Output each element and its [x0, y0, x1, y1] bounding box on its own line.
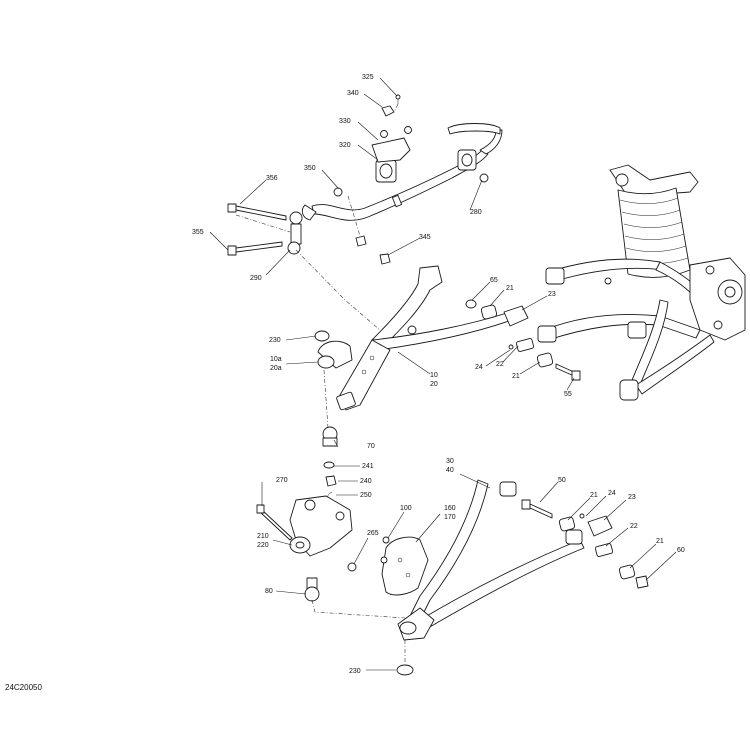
callout-10a: 10a: [270, 356, 282, 363]
upper-balljoint-bracket: [317, 340, 353, 369]
callout-356: 356: [266, 175, 278, 182]
grease-fitting-24-upper: [508, 344, 514, 350]
callout-170: 170: [444, 514, 456, 521]
callout-30: 30: [446, 458, 454, 465]
drawing-id: 24C20050: [5, 683, 42, 692]
bushing-21-upper-b: [536, 352, 554, 368]
callout-355: 355: [192, 229, 204, 236]
callout-22-b: 22: [630, 523, 638, 530]
callout-50: 50: [558, 477, 566, 484]
callout-22-a: 22: [496, 361, 504, 368]
callout-20: 20: [430, 381, 438, 388]
washer-241: [323, 461, 335, 469]
sleeve-23-upper: [503, 305, 529, 327]
sleeve-23-lower: [587, 515, 613, 537]
nut-240: [325, 475, 337, 487]
nut-340: [381, 105, 395, 117]
callout-23-b: 23: [628, 494, 636, 501]
retaining-ring-230-lower: [396, 664, 414, 676]
nut-60: [635, 575, 649, 589]
bolt-356: [227, 203, 287, 221]
callout-210: 210: [257, 533, 269, 540]
upper-a-arm: [336, 265, 513, 411]
stabilizer-bushing: [375, 159, 397, 183]
callout-320: 320: [339, 142, 351, 149]
callout-24-b: 24: [608, 490, 616, 497]
skid-plate-160: [381, 536, 429, 596]
nut-265: [347, 562, 357, 572]
callout-80: 80: [265, 588, 273, 595]
callout-265: 265: [367, 530, 379, 537]
callout-21-b: 21: [512, 373, 520, 380]
shock-absorber: [609, 164, 699, 278]
stabilizer-bracket: [371, 126, 412, 163]
right-knuckle: [689, 257, 746, 341]
bolt-270: [256, 504, 293, 541]
assembly-lines: [235, 103, 406, 664]
right-lower-arm: [537, 299, 715, 401]
spacer-22-upper: [515, 338, 535, 352]
ball-joint-80: [304, 577, 320, 602]
nut-100: [380, 536, 390, 564]
washer-65: [465, 299, 477, 309]
stabilizer-right-end: [457, 149, 489, 183]
callout-40: 40: [446, 467, 454, 474]
callout-160: 160: [444, 505, 456, 512]
callout-270: 270: [276, 477, 288, 484]
nut-mid: [355, 235, 367, 247]
callout-21-a: 21: [506, 285, 514, 292]
bushing-21-lower-b: [618, 564, 636, 580]
callout-220: 220: [257, 542, 269, 549]
callout-70: 70: [367, 443, 375, 450]
bushing-21-upper: [480, 304, 498, 320]
retaining-ring-230-upper: [314, 330, 330, 342]
nut-345: [379, 253, 391, 265]
callout-330: 330: [339, 118, 351, 125]
leader-lines: [209, 77, 677, 671]
callout-21-d: 21: [656, 538, 664, 545]
callout-65: 65: [490, 277, 498, 284]
knuckle-210: [289, 495, 353, 557]
callout-55: 55: [564, 391, 572, 398]
bolt-55: [555, 363, 581, 381]
callout-100: 100: [400, 505, 412, 512]
callout-230-a: 230: [269, 337, 281, 344]
bolt-50: [521, 499, 553, 519]
callout-10: 10: [430, 372, 438, 379]
grease-fitting-24-lower: [579, 513, 585, 519]
ball-joint-70: [322, 426, 338, 447]
callout-240: 240: [360, 478, 372, 485]
callout-340: 340: [347, 90, 359, 97]
callout-60: 60: [677, 547, 685, 554]
callout-325: 325: [362, 74, 374, 81]
nut-350: [333, 187, 343, 197]
bushing-21-lower: [558, 516, 576, 532]
callout-23-a: 23: [548, 291, 556, 298]
callout-241: 241: [362, 463, 374, 470]
spacer-22-lower: [594, 543, 614, 557]
bolt-355: [227, 241, 283, 256]
bolt-325: [395, 94, 401, 104]
callout-290: 290: [250, 275, 262, 282]
stabilizer-link-290: [287, 211, 303, 255]
callout-21-c: 21: [590, 492, 598, 499]
callout-230-b: 230: [349, 668, 361, 675]
callout-350: 350: [304, 165, 316, 172]
callout-280: 280: [470, 209, 482, 216]
callout-250: 250: [360, 492, 372, 499]
callouts: 325 340 330 320 350 356 355 290 345 280 …: [192, 74, 685, 675]
callout-24-a: 24: [475, 364, 483, 371]
stabilizer-bar: [301, 123, 503, 221]
callout-345: 345: [419, 234, 431, 241]
lower-a-arm: [397, 479, 585, 641]
right-upper-arm: [545, 258, 701, 297]
callout-20a: 20a: [270, 365, 282, 372]
